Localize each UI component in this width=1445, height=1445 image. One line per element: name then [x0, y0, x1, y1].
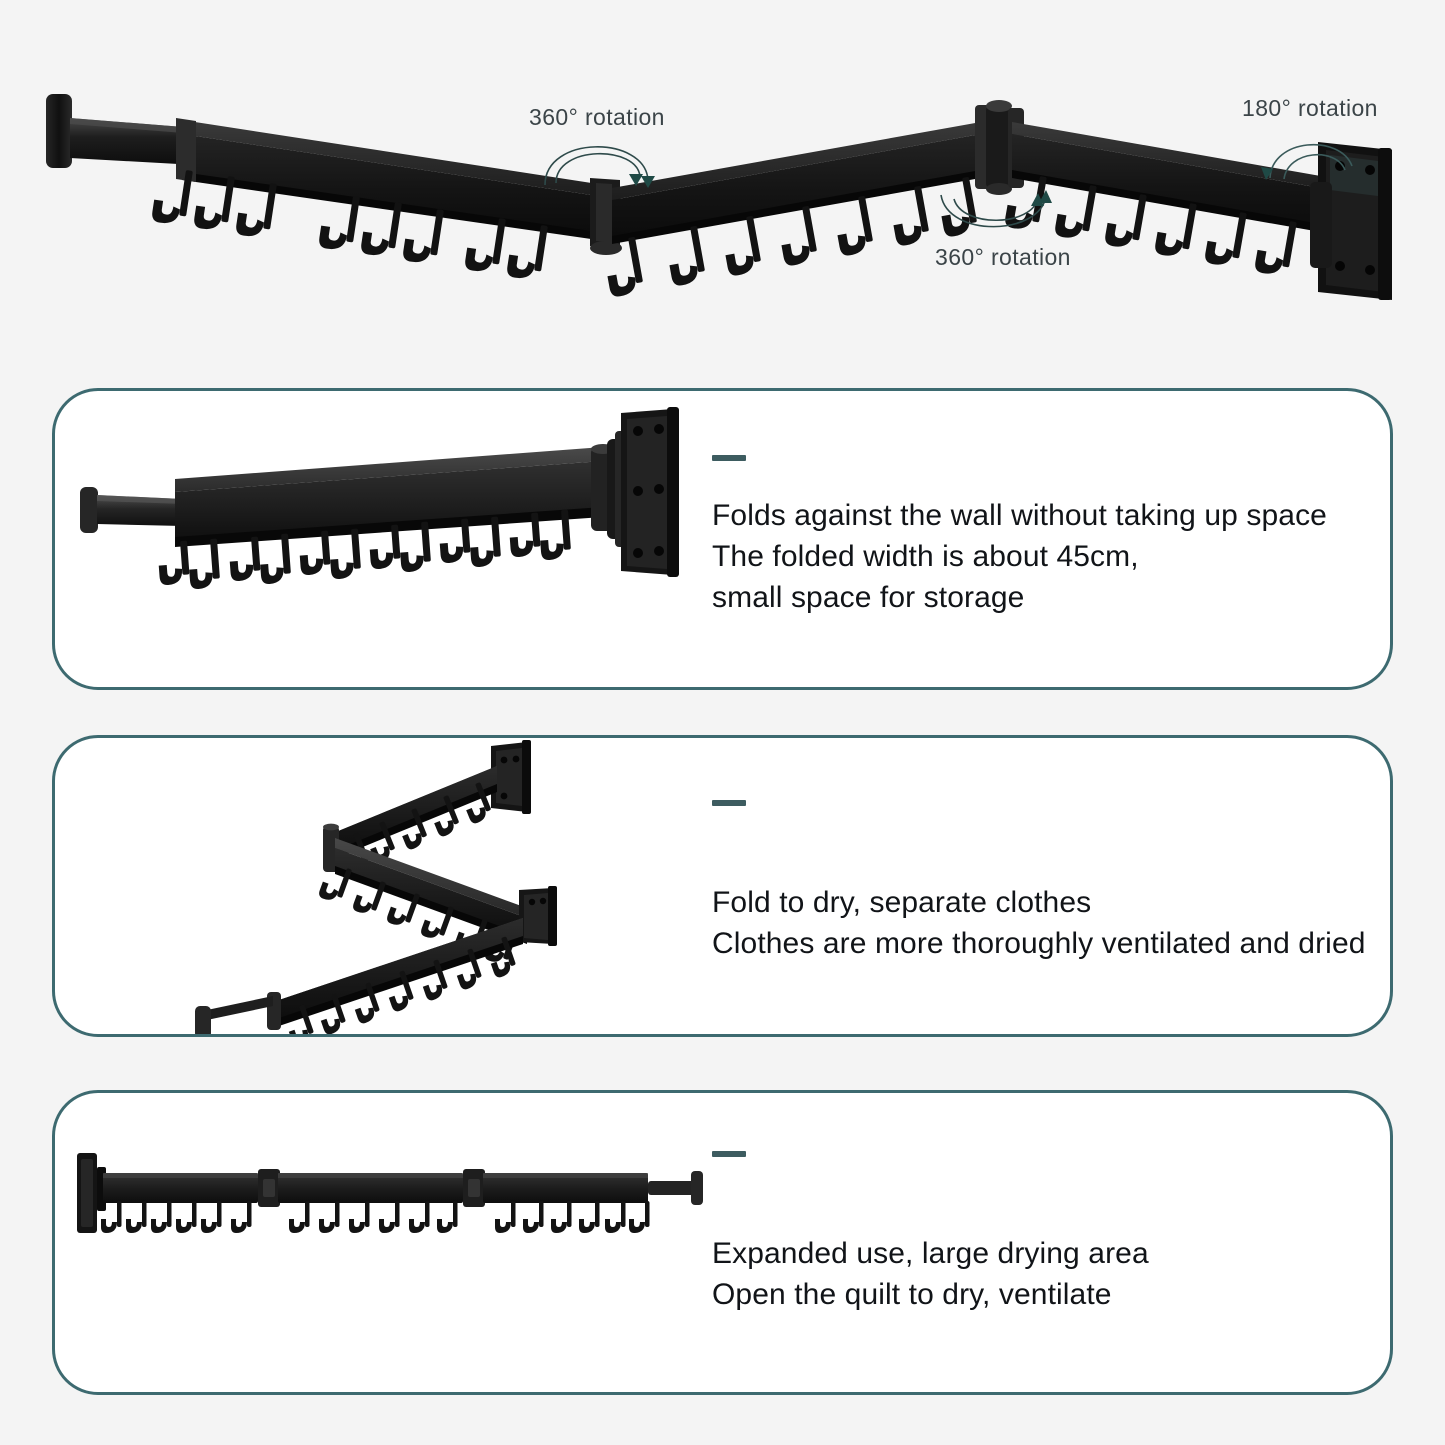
feature-card-extended: Expanded use, large drying area Open the… — [52, 1090, 1393, 1395]
card-folded-line-3: small space for storage — [712, 581, 1025, 614]
rotation-label-center: 360° rotation — [935, 244, 1071, 270]
joint-right-lower — [519, 886, 557, 946]
rack-zigzag-illustration — [55, 738, 715, 1034]
rotation-arc-left — [544, 146, 649, 186]
card-extended-line-1: Expanded use, large drying area — [712, 1237, 1149, 1270]
rotation-label-right: 180° rotation — [1242, 95, 1378, 121]
rotation-arc-right — [1269, 143, 1353, 180]
wall-plate — [621, 407, 679, 577]
card-folded-line-1: Folds against the wall without taking up… — [712, 499, 1327, 532]
accent-dash — [712, 800, 746, 806]
accent-dash — [712, 1151, 746, 1157]
wall-mount-bracket — [1310, 142, 1392, 300]
rotation-label-left: 360° rotation — [529, 104, 665, 130]
feature-card-zigzag: Fold to dry, separate clothes Clothes ar… — [52, 735, 1393, 1037]
rotation-arc-center — [940, 194, 1047, 228]
card-folded-line-2: The folded width is about 45cm, — [712, 540, 1139, 573]
card-folded-text-block: Folds against the wall without taking up… — [712, 455, 1327, 618]
card-zigzag-line-1: Fold to dry, separate clothes — [712, 886, 1092, 919]
card-extended-text-block: Expanded use, large drying area Open the… — [712, 1151, 1149, 1315]
accent-dash — [712, 455, 746, 461]
wall-plate-top — [491, 740, 531, 814]
card-zigzag-line-2: Clothes are more thoroughly ventilated a… — [712, 927, 1366, 960]
hero-rack-svg — [46, 94, 1392, 300]
hero-product-illustration: 360° rotation 180° rotation 360° rotatio… — [0, 0, 1445, 372]
card-extended-line-2: Open the quilt to dry, ventilate — [712, 1278, 1112, 1311]
feature-card-folded: Folds against the wall without taking up… — [52, 388, 1393, 690]
card-zigzag-text-block: Fold to dry, separate clothes Clothes ar… — [712, 800, 1366, 964]
rack-folded-illustration — [55, 391, 715, 687]
rack-extended-illustration — [55, 1093, 715, 1392]
